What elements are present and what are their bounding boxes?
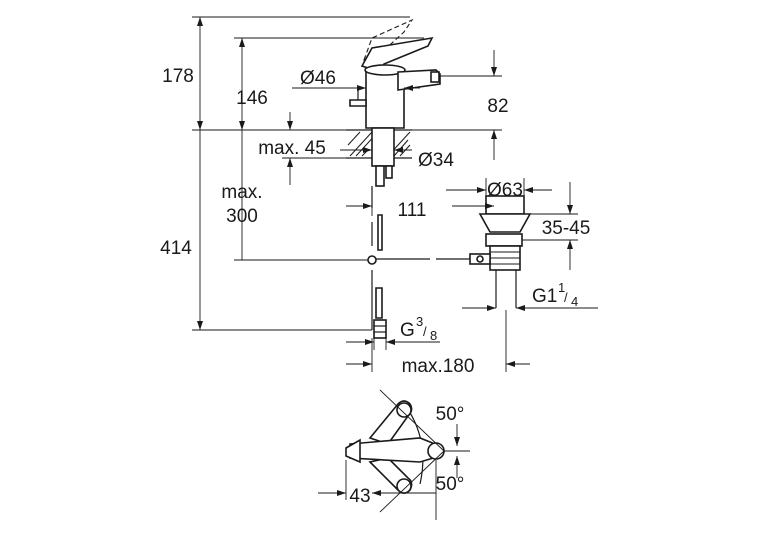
dim-connection-thread: G 3 / 8 (400, 314, 437, 343)
lever-top (349, 437, 441, 463)
connection-slash: / (423, 324, 427, 339)
dim-total-height: 178 (162, 66, 194, 87)
hose-segment-upper (377, 214, 383, 251)
connection-sub: 8 (430, 328, 437, 343)
body-top (345, 438, 361, 464)
dim-waste-distance: 111 (398, 200, 427, 221)
hose-segment-lower (375, 287, 383, 319)
waste-lever-pivot (476, 255, 484, 263)
fixing-shank (371, 127, 395, 167)
waste-assembly (469, 195, 532, 308)
dim-overall-height: 414 (160, 238, 192, 259)
dim-max-deck: max. 45 (258, 138, 326, 159)
dim-max-rod-value: 300 (226, 206, 258, 227)
spout-top-outlet (427, 442, 445, 460)
dim-top-offset: 43 (349, 486, 370, 507)
waste-flange (485, 233, 523, 247)
dim-waste-range: 35-45 (542, 218, 591, 239)
lever-tip-up (396, 402, 412, 418)
pivot-point (367, 255, 377, 265)
dim-waste-thread: G1 1 / 4 (532, 280, 578, 309)
mixer-side-view (346, 18, 470, 339)
waste-thread-sub: 4 (571, 294, 578, 309)
spout-outlet (430, 71, 440, 83)
hose-connection (373, 319, 387, 339)
dim-max-reach: max.180 (402, 356, 475, 377)
lever-open-outline (363, 18, 414, 61)
waste-thread-slash: / (564, 290, 568, 305)
dim-hole-diameter: Ø34 (418, 150, 454, 171)
dimension-lines (192, 16, 598, 372)
spout (397, 69, 441, 91)
popup-knob (349, 99, 367, 107)
dim-angle-top: 50° (436, 404, 465, 425)
dim-spout-height: 146 (236, 88, 268, 109)
connection-sup: 3 (416, 314, 423, 329)
body-cap (364, 64, 406, 76)
flex-hose-1 (375, 165, 385, 187)
dim-waste-diameter: Ø63 (487, 180, 523, 201)
connection-main: G (400, 320, 415, 341)
mixer-top-view (318, 389, 470, 520)
dim-angle-bottom: 50° (436, 474, 465, 495)
lever-tip-down (396, 478, 412, 494)
flex-hose-2 (385, 165, 393, 179)
waste-thread-sup: 1 (558, 280, 565, 295)
waste-thread-main: G1 (532, 286, 557, 307)
waste-plug-cone (478, 213, 532, 233)
dim-max-rod-label: max. (221, 182, 262, 203)
dim-outlet-height: 82 (487, 96, 508, 117)
dim-body-diameter: Ø46 (300, 68, 336, 89)
